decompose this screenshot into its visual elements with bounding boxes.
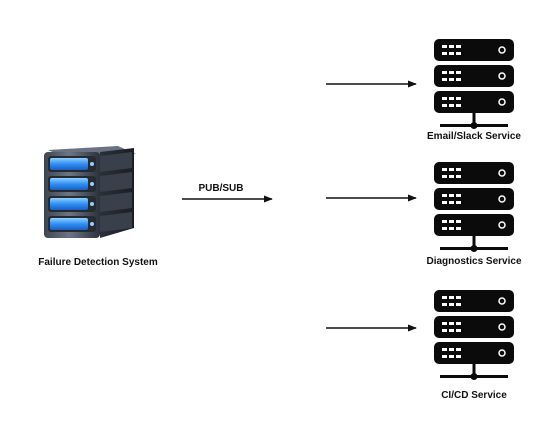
service-label-cicd: CI/CD Service (441, 390, 507, 401)
failure-detection-server-icon (44, 146, 136, 238)
diagnostics-server-rack-icon (433, 161, 515, 253)
cicd-server-rack-icon (433, 289, 515, 381)
pubsub-label: PUB/SUB (198, 183, 244, 194)
service-label-email-slack: Email/Slack Service (427, 131, 521, 142)
service-label-diagnostics: Diagnostics Service (426, 256, 522, 267)
email-slack-server-rack-icon (433, 38, 515, 130)
source-label: Failure Detection System (38, 257, 158, 268)
